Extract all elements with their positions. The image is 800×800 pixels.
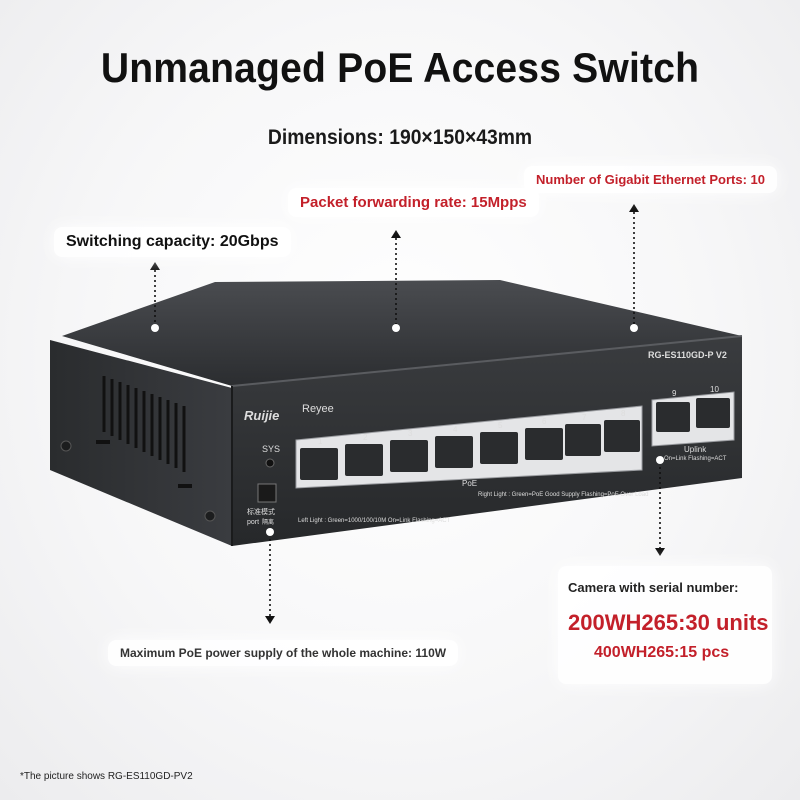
mode-label-2: 隔离 bbox=[262, 518, 274, 526]
port-label: port bbox=[247, 519, 259, 526]
camera-title: Camera with serial number: bbox=[568, 580, 739, 595]
port-number: 2 bbox=[363, 433, 368, 442]
mode-label: 标准模式 bbox=[247, 507, 275, 516]
port-8 bbox=[604, 420, 640, 452]
device-side bbox=[50, 340, 232, 546]
port-5 bbox=[480, 432, 518, 464]
footnote: *The picture shows RG-ES110GD-PV2 bbox=[20, 771, 193, 782]
poe-ports bbox=[300, 420, 640, 480]
port-number: 8 bbox=[621, 409, 626, 418]
port-9 bbox=[656, 402, 690, 432]
switching-capacity-callout: Switching capacity: 20Gbps bbox=[54, 227, 291, 257]
sys-led bbox=[265, 458, 275, 468]
camera-capacity-box: Camera with serial number: 200WH265:30 u… bbox=[558, 566, 772, 684]
uplink-light-legend: On=Link Flashing=ACT bbox=[664, 456, 727, 462]
port-number: 5 bbox=[498, 421, 503, 430]
gigabit-ports-callout: Number of Gigabit Ethernet Ports: 10 bbox=[524, 166, 777, 193]
arrow-up-icon bbox=[629, 204, 639, 212]
arrow-up-icon bbox=[391, 230, 401, 238]
left-light-legend: Left Light : Green=1000/100/10M On=Link … bbox=[298, 518, 451, 524]
port-7 bbox=[565, 424, 601, 456]
mode-switch bbox=[257, 483, 277, 503]
port-number: 7 bbox=[582, 413, 587, 422]
camera-line-200wh: 200WH265:30 units bbox=[568, 610, 769, 635]
port-number: 10 bbox=[710, 385, 719, 394]
arrow-down-icon bbox=[655, 548, 665, 556]
port-number: 9 bbox=[672, 389, 677, 398]
poe-label: PoE bbox=[462, 479, 477, 488]
device-top bbox=[62, 280, 742, 386]
model-label: RG-ES110GD-P V2 bbox=[648, 350, 727, 360]
port-number: 4 bbox=[453, 425, 458, 434]
brand-ruijie: Ruijie bbox=[244, 408, 279, 423]
page-title: Unmanaged PoE Access Switch bbox=[100, 44, 700, 91]
sys-label: SYS bbox=[262, 444, 280, 454]
port-10 bbox=[696, 398, 730, 428]
right-light-legend: Right Light : Green=PoE Good Supply Flas… bbox=[478, 492, 648, 498]
brand-reyee: Reyee bbox=[302, 403, 334, 415]
port-number: 3 bbox=[408, 429, 413, 438]
side-vents bbox=[102, 376, 186, 472]
port-6 bbox=[525, 428, 563, 460]
port-4 bbox=[435, 436, 473, 468]
uplink-ports bbox=[656, 398, 730, 432]
port-1 bbox=[300, 448, 338, 480]
packet-forwarding-callout: Packet forwarding rate: 15Mpps bbox=[288, 188, 539, 217]
arrow-down-icon bbox=[265, 616, 275, 624]
arrow-up-icon bbox=[150, 262, 160, 270]
dimensions-text: Dimensions: 190×150×43mm bbox=[267, 126, 533, 149]
port-number: 6 bbox=[542, 417, 547, 426]
port-3 bbox=[390, 440, 428, 472]
port-number: 1 bbox=[318, 437, 323, 446]
uplink-label: Uplink bbox=[684, 445, 707, 454]
poe-power-callout: Maximum PoE power supply of the whole ma… bbox=[108, 640, 459, 666]
camera-line-400wh: 400WH265:15 pcs bbox=[594, 644, 730, 661]
port-2 bbox=[345, 444, 383, 476]
